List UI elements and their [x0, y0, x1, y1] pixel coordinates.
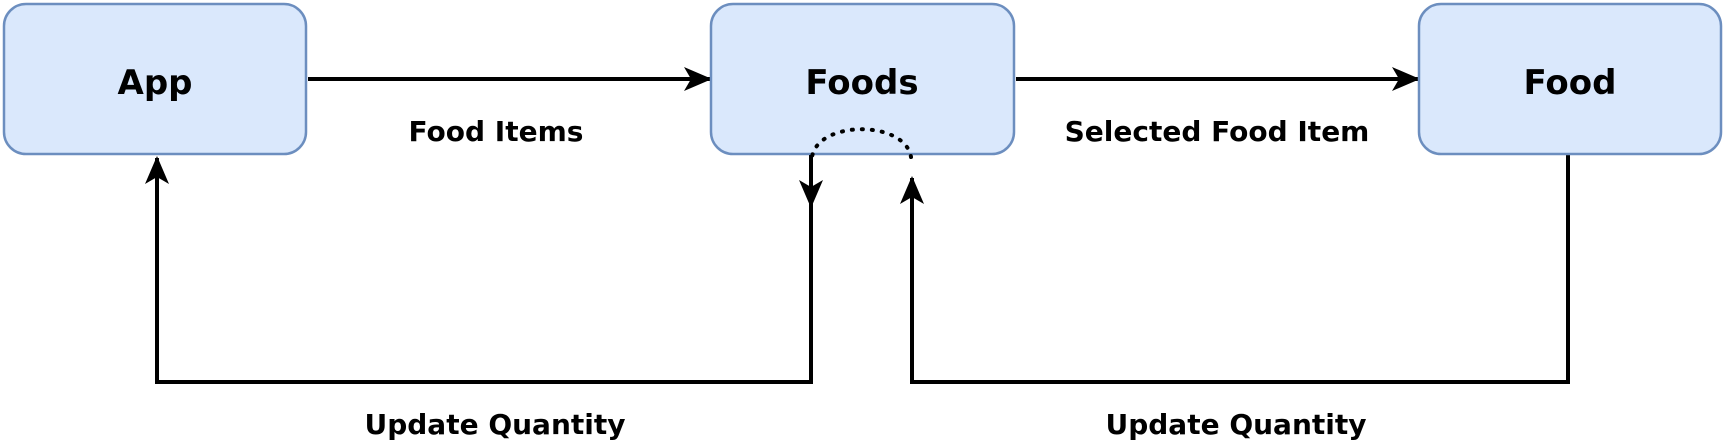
node-app-label: App — [118, 63, 193, 103]
node-food-box[interactable] — [1417, 2, 1723, 156]
edge-label-selected-food-item: Selected Food Item — [1065, 115, 1370, 148]
edge-label-update-quantity-left: Update Quantity — [364, 408, 625, 441]
node-foods[interactable]: Foods — [709, 2, 1016, 156]
edge-label-food-items: Food Items — [409, 115, 584, 148]
node-app-box[interactable] — [2, 2, 308, 156]
node-food[interactable]: Food — [1417, 2, 1723, 156]
edge-food-to-foods: Update Quantity — [900, 155, 1570, 441]
node-foods-box[interactable] — [709, 2, 1016, 156]
dotted-arc — [810, 127, 913, 159]
arrow-line-update-quantity-left — [145, 156, 813, 384]
edge-label-update-quantity-right: Update Quantity — [1105, 408, 1366, 441]
node-food-label: Food — [1524, 63, 1617, 103]
arrow-line-update-quantity-right — [900, 155, 1570, 384]
node-app[interactable]: App — [2, 2, 308, 156]
edge-foods-internal-loop — [799, 127, 913, 208]
edge-foods-to-food: Selected Food Item — [1016, 67, 1420, 148]
node-foods-label: Foods — [805, 63, 918, 103]
edge-app-to-foods: Food Items — [308, 67, 712, 148]
edge-foods-to-app: Update Quantity — [145, 156, 813, 441]
